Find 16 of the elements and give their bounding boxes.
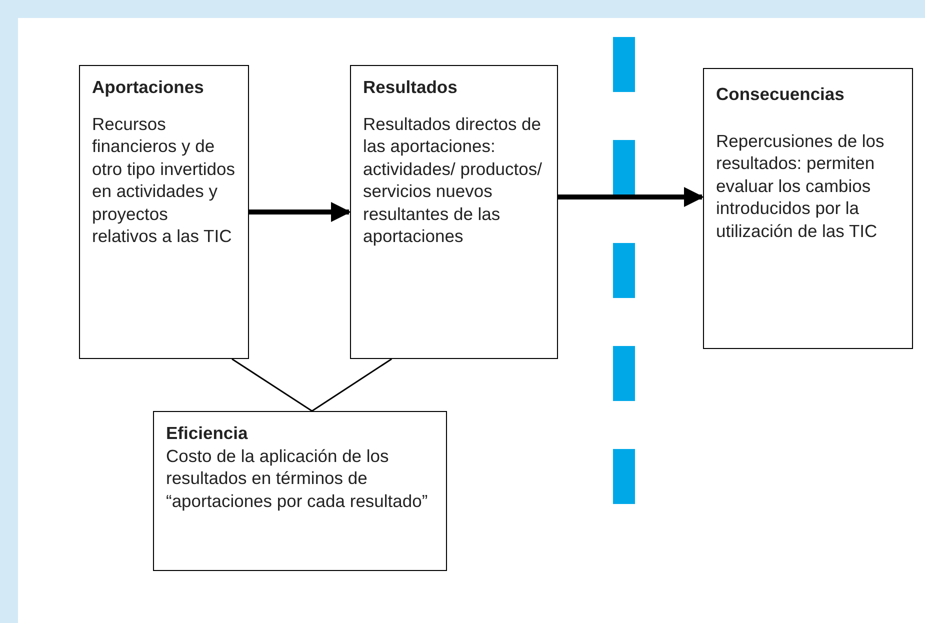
text-box [350, 65, 558, 359]
box-description: Resultados directos de las aportaciones: actividades/ productos/ servicios nuevos resultantes de las aportaciones [363, 112, 543, 248]
box-heading: Eficiencia [166, 422, 249, 444]
box-description: Costo de la aplicación de los resultados en términos de “aportaciones por cada resultado” [166, 444, 429, 512]
arrow [558, 187, 704, 207]
connector-line [232, 358, 312, 412]
box-heading: Consecuencias [716, 83, 846, 106]
arrow [249, 202, 351, 222]
box-description: Recursos financieros y de otro tipo invertidos en actividades y proyectos relativos a las TIC [92, 112, 236, 248]
text-box [79, 65, 249, 359]
box-description: Repercusiones de los resultados: permiten evaluar los cambios introducidos por la utilización de las TIC [716, 130, 886, 242]
text-box [703, 68, 913, 349]
box-heading: Aportaciones [92, 76, 205, 98]
connector-line [312, 358, 392, 412]
box-heading: Resultados [363, 76, 458, 98]
text-box [153, 411, 447, 571]
